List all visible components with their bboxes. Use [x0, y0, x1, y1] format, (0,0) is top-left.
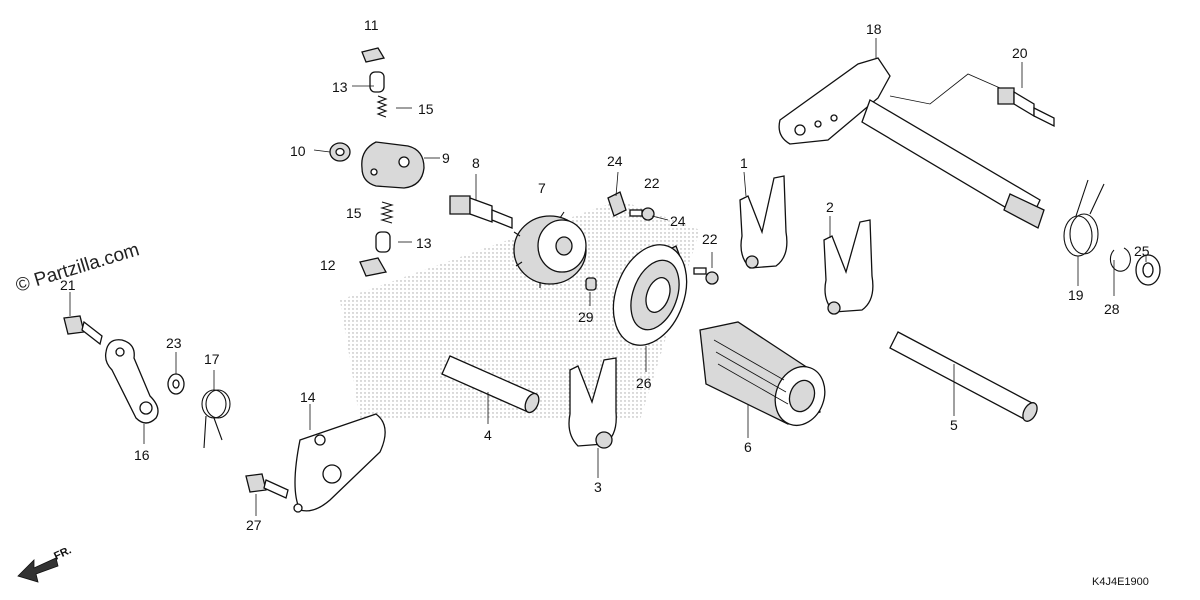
- part-15-spring-upper: [376, 95, 388, 118]
- part-6-shift-drum: [699, 321, 826, 427]
- part-10-collar: [329, 142, 351, 162]
- callout-18: 18: [866, 21, 882, 37]
- callout-20: 20: [1012, 45, 1028, 61]
- callout-29: 29: [578, 309, 594, 325]
- part-23-washer: [167, 373, 185, 395]
- part-29-dowel-pin: [585, 277, 597, 291]
- callout-24-lower: 24: [670, 213, 686, 229]
- callout-10: 10: [290, 143, 306, 159]
- callout-22-lower: 22: [702, 231, 718, 247]
- leader-18-20: [889, 73, 1001, 105]
- callout-28: 28: [1104, 301, 1120, 317]
- part-4-fork-shaft: [441, 355, 540, 414]
- callout-22-upper: 22: [644, 175, 660, 191]
- part-2-shift-fork: [823, 219, 874, 315]
- callout-11: 11: [364, 17, 379, 33]
- part-3-shift-fork: [568, 357, 617, 449]
- part-28-circlip: [1109, 247, 1131, 272]
- callout-1: 1: [740, 155, 748, 171]
- part-22-bolt-lower: [693, 267, 719, 285]
- part-17-spring: [201, 389, 231, 449]
- callout-2: 2: [826, 199, 834, 215]
- callout-13-lower: 13: [416, 235, 432, 251]
- part-20-stopper-pin: [997, 87, 1055, 128]
- callout-25: 25: [1134, 243, 1150, 259]
- part-18-gearshift-spindle: [778, 57, 1045, 229]
- callout-4: 4: [484, 427, 492, 443]
- part-19-return-spring: [1063, 179, 1105, 257]
- callout-19: 19: [1068, 287, 1084, 303]
- watermark-text: © Partzilla.com: [13, 239, 142, 297]
- part-7-drum-cam: [513, 211, 587, 288]
- part-25-washer: [1135, 254, 1161, 286]
- part-16-gearshift-arm: [104, 339, 159, 424]
- part-15-spring-lower: [380, 201, 394, 224]
- part-9-stopper-arm: [361, 141, 425, 189]
- callout-15-upper: 15: [418, 101, 434, 117]
- part-13-pin-lower: [375, 231, 391, 253]
- callout-8: 8: [472, 155, 480, 171]
- callout-23: 23: [166, 335, 182, 351]
- callout-12: 12: [320, 257, 336, 273]
- callout-3: 3: [594, 479, 602, 495]
- part-11-cap: [361, 47, 386, 63]
- callout-17: 17: [204, 351, 220, 367]
- part-22-bolt-upper: [629, 207, 655, 221]
- callout-5: 5: [950, 417, 958, 433]
- part-13-pin-upper: [369, 71, 385, 93]
- callout-9: 9: [442, 150, 450, 166]
- callout-26: 26: [636, 375, 652, 391]
- part-5-fork-shaft: [889, 331, 1038, 422]
- callout-6: 6: [744, 439, 752, 455]
- part-12-cap: [359, 257, 388, 277]
- leader-lines: [69, 38, 1147, 516]
- part-14-guide-plate: [293, 413, 386, 513]
- callout-15-lower: 15: [346, 205, 362, 221]
- callout-13-upper: 13: [332, 79, 348, 95]
- callout-7: 7: [538, 180, 546, 196]
- part-21-bolt: [63, 315, 103, 346]
- part-1-shift-fork: [739, 175, 788, 269]
- callout-21: 21: [60, 277, 76, 293]
- part-8-pivot-bolt: [449, 195, 513, 229]
- front-direction-arrow-icon: [17, 557, 59, 583]
- part-26-bearing: [612, 244, 688, 346]
- callout-16: 16: [134, 447, 150, 463]
- callout-27: 27: [246, 517, 262, 533]
- callout-24-upper: 24: [607, 153, 623, 169]
- part-27-bolt: [245, 473, 289, 499]
- callout-14: 14: [300, 389, 316, 405]
- direction-label: FR.: [52, 544, 73, 562]
- diagram-code: K4J4E1900: [1092, 576, 1149, 588]
